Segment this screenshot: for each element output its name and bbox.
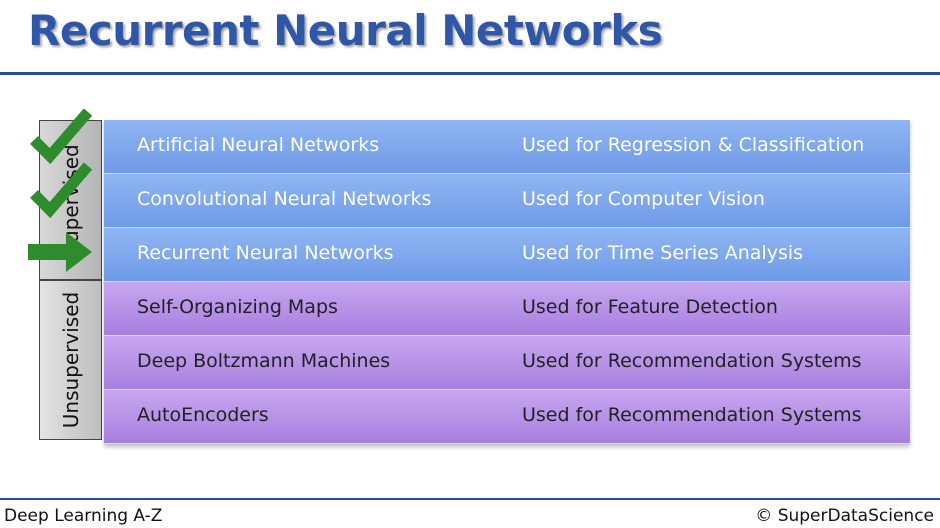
table-row: Deep Boltzmann Machines Used for Recomme…: [104, 336, 910, 390]
network-use: Used for Recommendation Systems: [522, 350, 862, 372]
table-row: Convolutional Neural Networks Used for C…: [104, 174, 910, 228]
network-types-table: Artificial Neural Networks Used for Regr…: [104, 120, 910, 444]
network-use: Used for Recommendation Systems: [522, 404, 862, 426]
network-name: Convolutional Neural Networks: [137, 188, 432, 210]
check-icon: [30, 108, 93, 165]
copyright: © SuperDataScience: [755, 506, 934, 526]
network-name: Recurrent Neural Networks: [137, 242, 394, 264]
network-use: Used for Feature Detection: [522, 296, 778, 318]
check-icon: [30, 162, 93, 219]
unsupervised-group-box: Unsupervised: [39, 280, 102, 440]
network-use: Used for Computer Vision: [522, 188, 765, 210]
network-name: AutoEncoders: [137, 404, 269, 426]
table-row: Artificial Neural Networks Used for Regr…: [104, 120, 910, 174]
unsupervised-label: Unsupervised: [58, 291, 83, 429]
footer-divider: [0, 498, 940, 500]
title-divider: [0, 72, 940, 75]
network-use: Used for Time Series Analysis: [522, 242, 804, 264]
table-row: Recurrent Neural Networks Used for Time …: [104, 228, 910, 282]
network-name: Deep Boltzmann Machines: [137, 350, 391, 372]
table-row: Self-Organizing Maps Used for Feature De…: [104, 282, 910, 336]
network-name: Artificial Neural Networks: [137, 134, 380, 156]
course-name: Deep Learning A-Z: [4, 506, 163, 526]
table-row: AutoEncoders Used for Recommendation Sys…: [104, 390, 910, 444]
slide-title: Recurrent Neural Networks: [28, 6, 663, 55]
network-name: Self-Organizing Maps: [137, 296, 338, 318]
network-use: Used for Regression & Classification: [522, 134, 865, 156]
arrow-right-icon: [28, 232, 92, 272]
